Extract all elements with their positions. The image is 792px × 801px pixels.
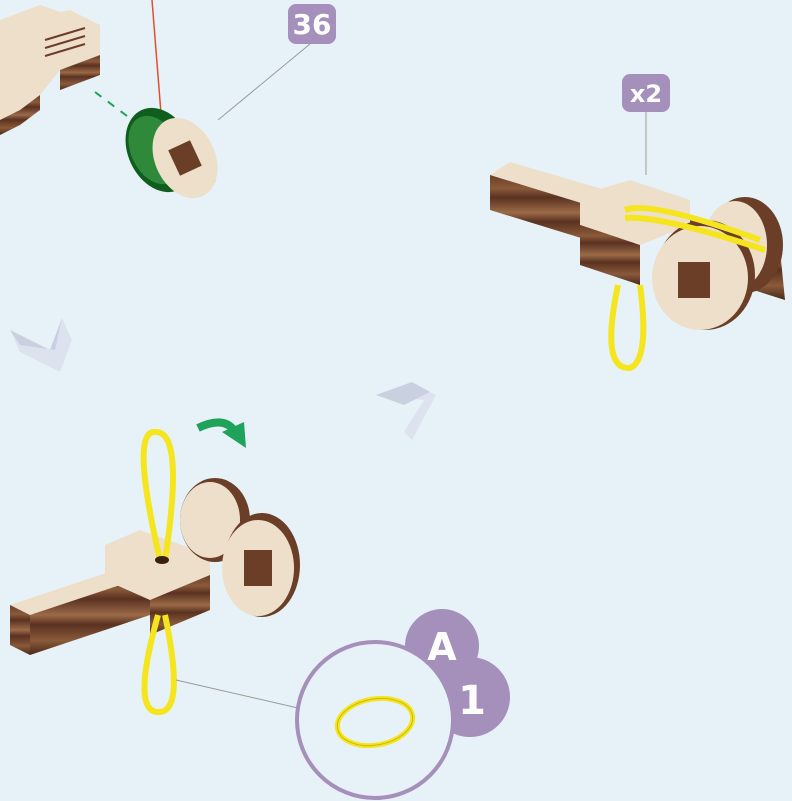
elastic-part-callout (297, 642, 453, 798)
step-chevron-icon (10, 318, 72, 372)
assembled-axle-piece (490, 162, 785, 368)
leader-line-elastic (176, 680, 298, 708)
bag-count-label: 1 (458, 678, 486, 724)
leader-line-36 (218, 44, 310, 120)
part-number-label: 36 (293, 8, 332, 41)
part-number-badge: 36 (288, 4, 336, 44)
partial-frame-piece (0, 5, 100, 135)
quantity-badge: x2 (622, 74, 670, 112)
quantity-label: x2 (630, 80, 662, 108)
bag-letter-label: A (427, 625, 457, 669)
axle-assembly-step (10, 432, 300, 712)
step-chevron-icon (376, 382, 436, 440)
insertion-guide (152, 0, 162, 126)
rotate-arrow-icon (198, 422, 246, 448)
spacer-part-36 (112, 97, 230, 209)
